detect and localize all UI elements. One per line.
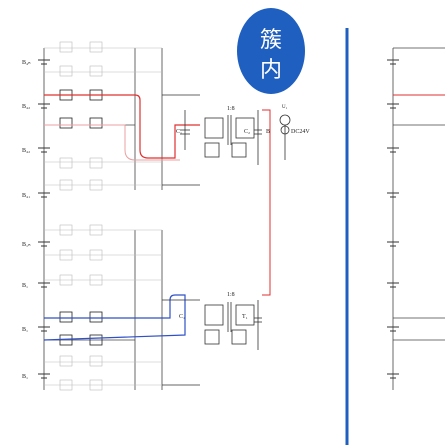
- source-label: B: [266, 129, 270, 135]
- top-cap-left-label: C₁: [176, 129, 182, 135]
- svg-text:B₁: B₁: [22, 327, 28, 333]
- right-battery-string: [392, 47, 445, 390]
- left-battery-string: [43, 48, 163, 390]
- top-cells: [38, 41, 162, 198]
- red-current-path: [44, 94, 200, 159]
- svg-text:B₁ₙ: B₁ₙ: [22, 242, 31, 248]
- badge-line2: 内: [259, 58, 282, 83]
- top-ratio-label: 1:8: [227, 106, 235, 112]
- blue-current-path: [43, 294, 186, 341]
- bottom-ratio-label: 1:8: [227, 292, 235, 298]
- bottom-cap-left-label: C₁: [179, 314, 185, 320]
- battery-icon: [38, 59, 50, 198]
- top-transformer-block: [162, 94, 262, 186]
- svg-text:B₄ₙ: B₄ₙ: [22, 60, 31, 66]
- battery-icon: [38, 241, 50, 379]
- svg-text:B₄₂: B₄₂: [22, 148, 30, 154]
- bottom-cells: [38, 224, 162, 391]
- aux-source: [279, 114, 291, 160]
- svg-text:B₁: B₁: [22, 374, 28, 380]
- red-return-path: [44, 124, 180, 161]
- bottom-transformer-block: [162, 299, 262, 386]
- top-cap-right-label: C₂: [244, 129, 250, 135]
- cell-labels: B₄ₙ B₄₂ B₄₂ B₄₁ B₁ₙ B₁ B₁ B₁: [22, 60, 31, 380]
- red-link: [262, 109, 271, 296]
- svg-text:B₄₁: B₄₁: [22, 193, 30, 199]
- meter-label: U₁: [282, 105, 288, 110]
- svg-text:B₁: B₁: [22, 283, 28, 289]
- source-value: DC24V: [291, 129, 310, 135]
- battery-icon: [387, 59, 399, 379]
- cluster-badge: 簇 内: [237, 8, 305, 94]
- bottom-switch-label: T₁: [242, 314, 248, 320]
- svg-text:B₄₂: B₄₂: [22, 104, 30, 110]
- badge-line1: 簇: [259, 28, 282, 53]
